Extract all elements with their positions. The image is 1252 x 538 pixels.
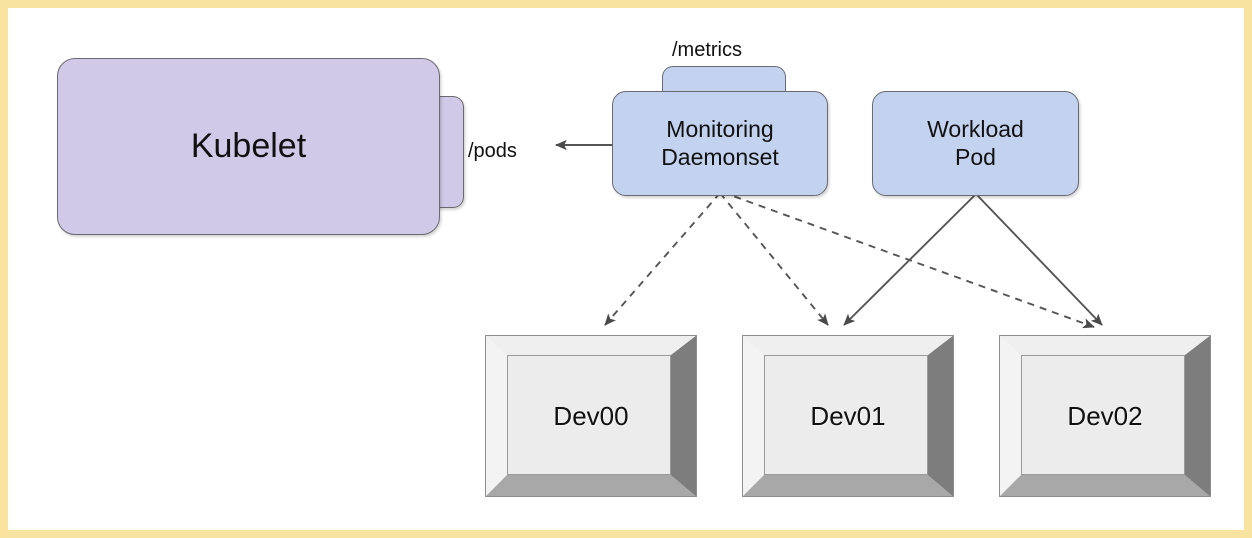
device-bevel-frame — [742, 335, 954, 497]
node-workload-pod-label-line2: Pod — [955, 143, 996, 170]
node-monitoring-daemonset-label-line2: Daemonset — [661, 143, 779, 170]
device-box-2[interactable]: Dev02 — [999, 335, 1211, 497]
device-label-1: Dev01 — [810, 400, 886, 431]
node-monitoring-daemonset-label-line1: Monitoring — [666, 116, 774, 143]
node-kubelet[interactable]: Kubelet — [57, 58, 440, 235]
device-label-0: Dev00 — [553, 400, 629, 431]
node-monitoring-daemonset[interactable]: Monitoring Daemonset — [612, 91, 828, 196]
edge-daemonset-to-dev01 — [719, 192, 829, 326]
edge-daemonset-to-dev00 — [604, 192, 721, 326]
edge-daemonset-to-dev02 — [721, 191, 1095, 329]
node-workload-pod[interactable]: Workload Pod — [872, 91, 1079, 196]
node-kubelet-label: Kubelet — [190, 127, 307, 166]
node-workload-pod-label-line1: Workload — [927, 116, 1024, 143]
device-label-2: Dev02 — [1067, 400, 1143, 431]
edge-label-pods: /pods — [468, 140, 517, 162]
device-box-1[interactable]: Dev01 — [742, 335, 954, 497]
edge-workloadpod-to-dev02 — [976, 194, 1103, 326]
edge-label-metrics: /metrics — [672, 39, 742, 61]
device-bevel-frame — [485, 335, 697, 497]
device-bevel-frame — [999, 335, 1211, 497]
edge-workloadpod-to-dev01 — [843, 194, 976, 326]
device-box-0[interactable]: Dev00 — [485, 335, 697, 497]
